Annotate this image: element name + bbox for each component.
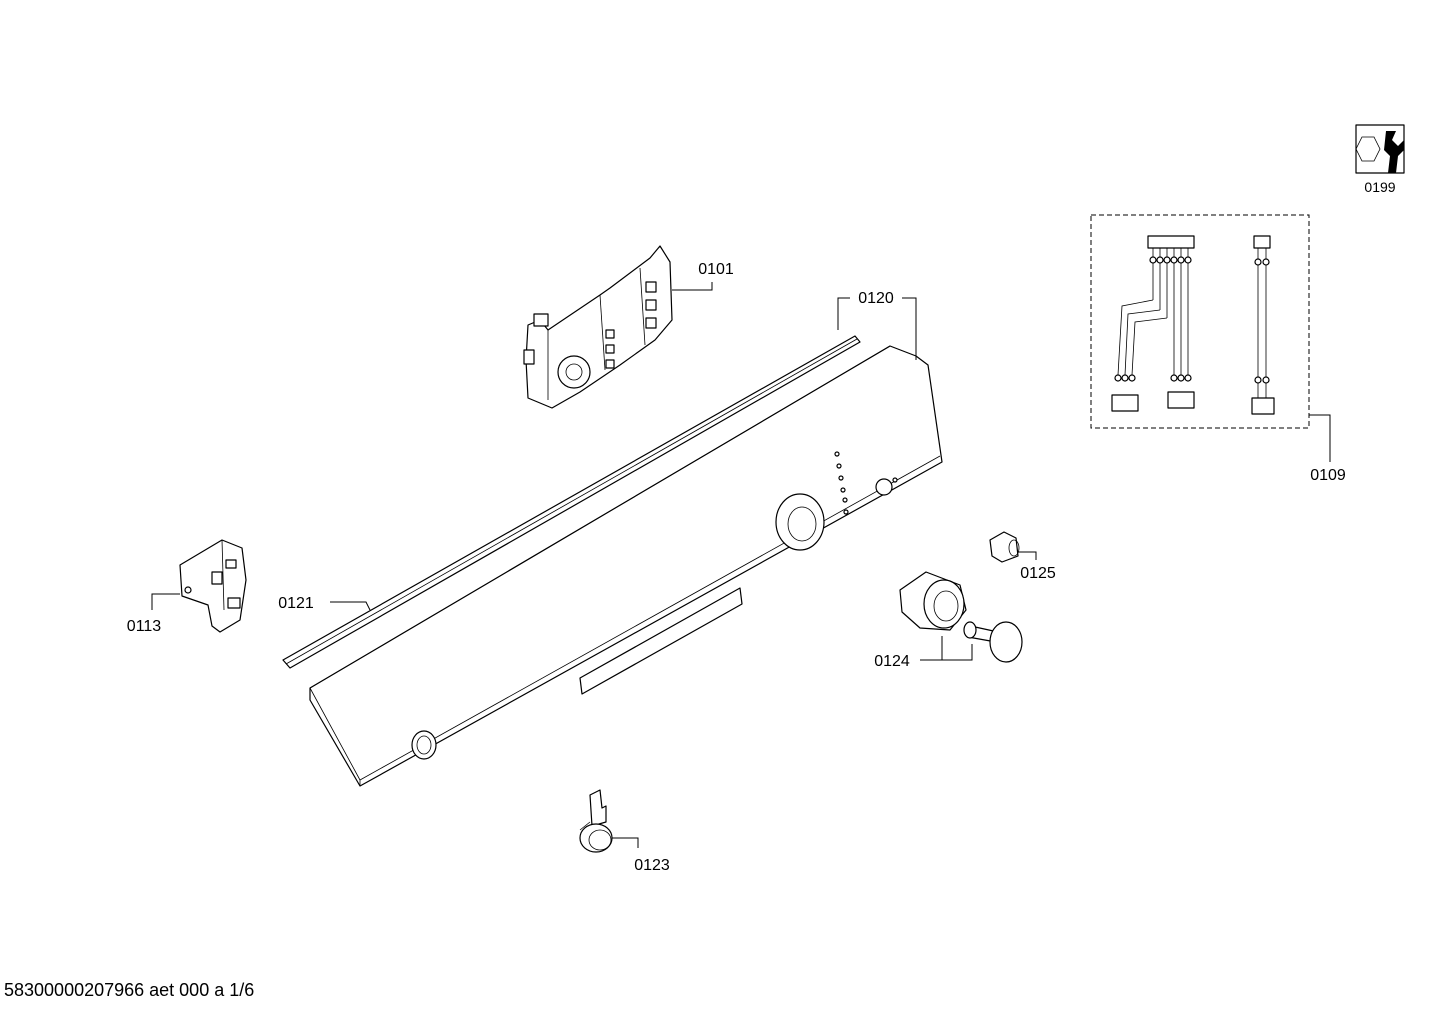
document-code: 58300000207966 aet 000 a 1/6 bbox=[4, 980, 255, 1000]
push-button bbox=[579, 789, 613, 853]
part-label-0121: 0121 bbox=[278, 595, 314, 612]
part-label-0123: 0123 bbox=[634, 857, 670, 874]
part-label-0109: 0109 bbox=[1310, 467, 1346, 484]
part-label-0120: 0120 bbox=[858, 290, 894, 307]
part-label-0101: 0101 bbox=[698, 261, 734, 278]
control-panel-fascia bbox=[309, 345, 943, 787]
mounting-bracket bbox=[179, 539, 247, 633]
small-cap bbox=[989, 531, 1020, 563]
part-label-0125: 0125 bbox=[1020, 565, 1056, 582]
seal-strip bbox=[282, 335, 861, 669]
part-label-0113: 0113 bbox=[127, 618, 162, 635]
part-label-0124: 0124 bbox=[874, 653, 910, 670]
part-label-0199: 0199 bbox=[1364, 179, 1395, 195]
control-module bbox=[523, 245, 673, 409]
service-tool-icon bbox=[1355, 124, 1405, 174]
rotary-knob-assembly bbox=[899, 571, 1023, 663]
cable-harness-group bbox=[1090, 214, 1310, 429]
